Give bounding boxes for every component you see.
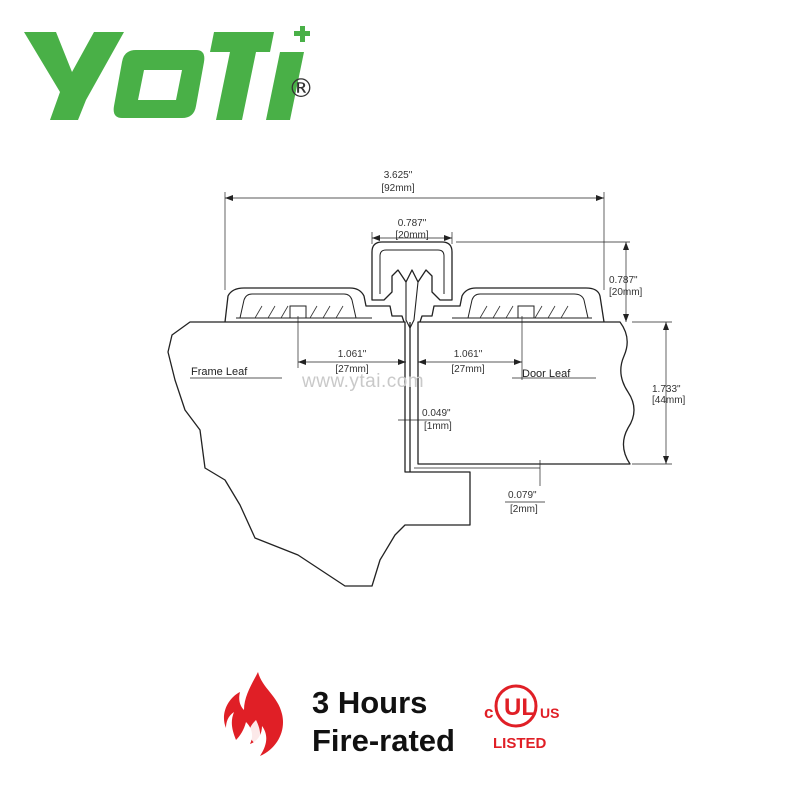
gap-side-in: 0.049"	[422, 408, 451, 419]
flame-icon	[223, 672, 284, 756]
ul-mark: UL	[504, 694, 536, 721]
yoti-logo-mark	[24, 26, 310, 120]
door-thickness-mm: [44mm]	[652, 395, 686, 406]
hinge-knuckle	[371, 241, 453, 301]
gap-side-mm: [1mm]	[424, 421, 452, 432]
ul-listed-text: LISTED	[493, 735, 547, 752]
door-thickness-in: 1.733"	[652, 384, 681, 395]
fire-rating-label: Fire-rated	[312, 723, 455, 758]
frame-leaf-label: Frame Leaf	[191, 366, 248, 378]
website-watermark: www.ytai.com	[301, 371, 424, 392]
gap-bottom-in: 0.079"	[508, 490, 537, 501]
door-outline	[417, 321, 635, 465]
knuckle-width-mm: [20mm]	[395, 230, 429, 241]
frame-outline	[167, 321, 471, 587]
door-leaf-width-in: 1.061"	[454, 349, 483, 360]
knuckle-height-mm: [20mm]	[609, 287, 643, 298]
overall-width-mm: [92mm]	[381, 183, 415, 194]
gap-bottom-mm: [2mm]	[510, 504, 538, 515]
right-leaf-profile	[419, 287, 605, 323]
ul-us-mark: US	[540, 705, 559, 721]
frame-leaf-width-mm: [27mm]	[335, 364, 369, 375]
ul-listed-badge: UL c US LISTED	[484, 684, 559, 752]
door-leaf-width-mm: [27mm]	[451, 364, 485, 375]
knuckle-width-in: 0.787"	[398, 218, 427, 229]
frame-leaf-width-in: 1.061"	[338, 349, 367, 360]
overall-width-in: 3.625"	[384, 170, 413, 181]
ul-c-mark: c	[484, 703, 493, 722]
registered-mark: ®	[288, 74, 314, 104]
fire-rating-text: 3 Hours Fire-rated	[312, 684, 482, 760]
left-leaf-profile	[224, 287, 405, 323]
knuckle-height-in: 0.787"	[609, 275, 638, 286]
fire-rating-hours: 3 Hours	[312, 685, 428, 720]
door-leaf-label: Door Leaf	[522, 368, 571, 380]
brand-logo: ®	[20, 20, 330, 130]
